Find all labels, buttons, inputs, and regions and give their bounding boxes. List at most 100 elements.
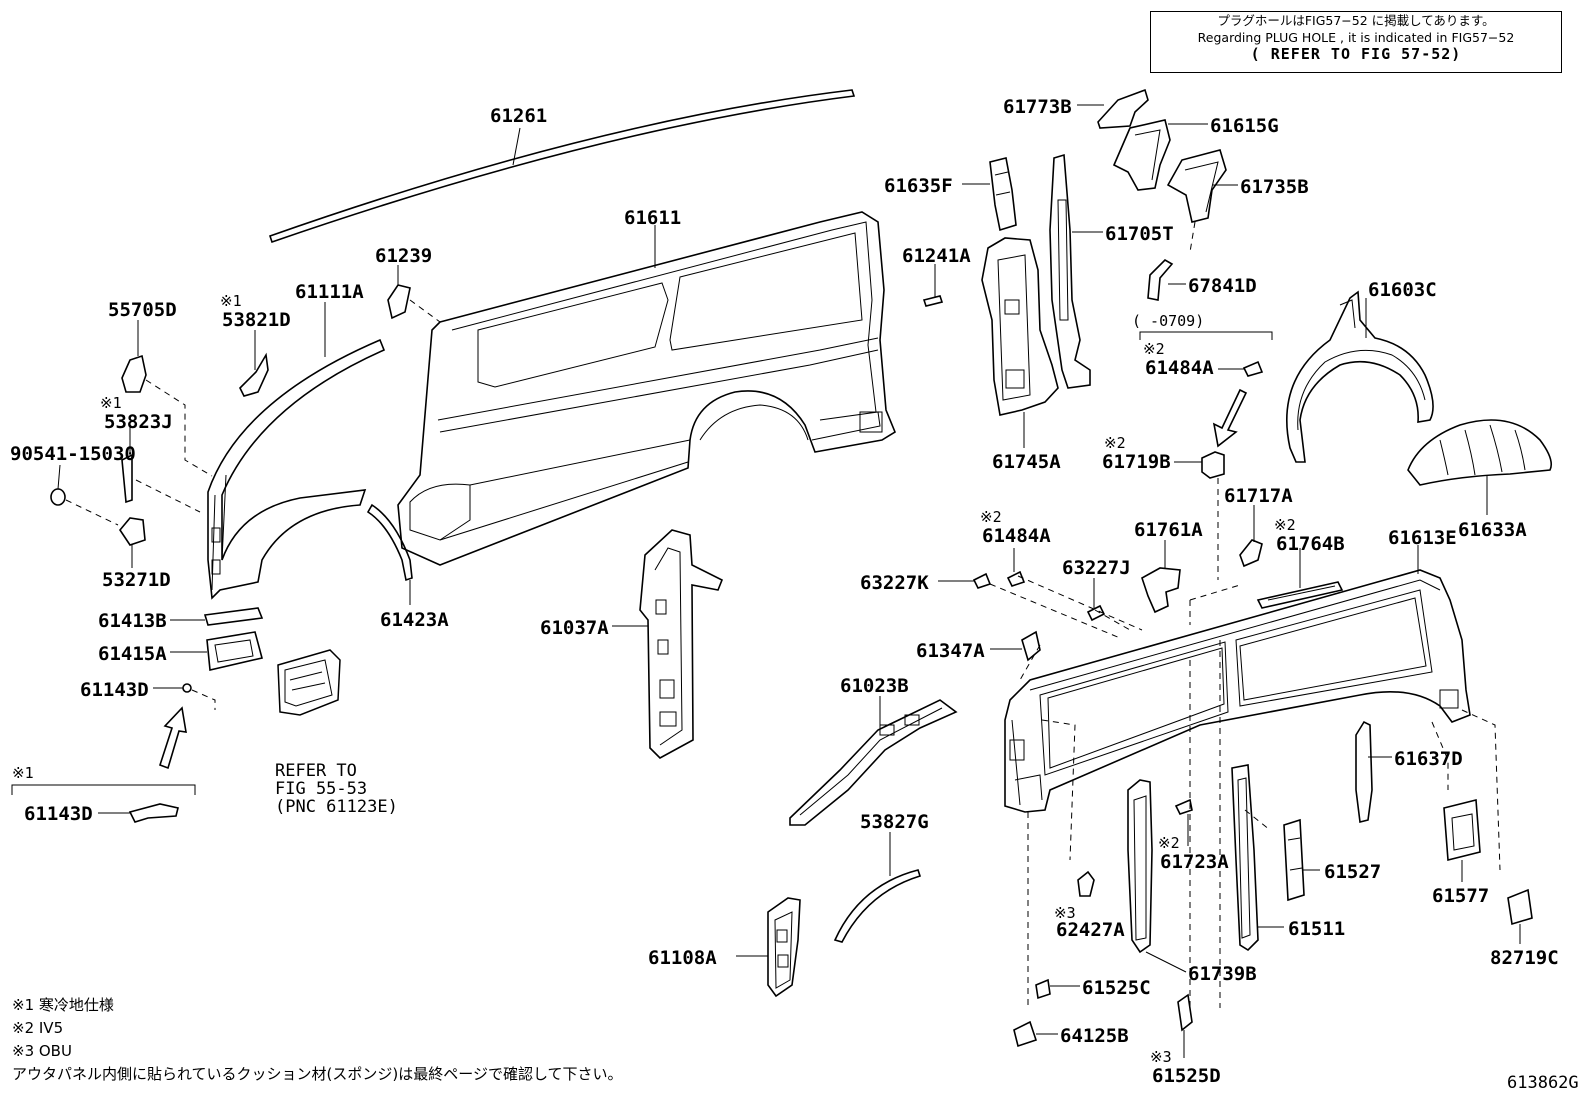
label-53827G[interactable]: 53827G (860, 811, 929, 833)
label-61577[interactable]: 61577 (1432, 885, 1489, 907)
bracket-55705D (121, 320, 213, 477)
label-61637D[interactable]: 61637D (1394, 748, 1463, 770)
label-61613E[interactable]: 61613E (1388, 527, 1457, 549)
clip-63227J (1086, 578, 1106, 622)
wheelhouse-61633A (1407, 419, 1553, 515)
label-61241A[interactable]: 61241A (902, 245, 971, 267)
label-61633A[interactable]: 61633A (1458, 519, 1527, 541)
footnote-1: ※1 寒冷地仕様 (12, 996, 114, 1014)
figure-id: 613862G (1507, 1073, 1579, 1093)
note-line-ref: ( REFER TO FIG 57-52) (1250, 45, 1462, 63)
refer-text: REFER TO FIG 55-53 (PNC 61123E) (275, 762, 398, 816)
label-61723A[interactable]: 61723A (1160, 851, 1229, 873)
bracket-range (1139, 331, 1273, 340)
label-61635F[interactable]: 61635F (884, 175, 953, 197)
label-61484A-a[interactable]: 61484A (1145, 357, 1214, 379)
cap-82719C (1507, 888, 1533, 944)
label-61705T[interactable]: 61705T (1105, 223, 1174, 245)
label-61603C[interactable]: 61603C (1368, 279, 1437, 301)
footnote-3: ※3 OBU (12, 1042, 72, 1060)
label-61143D-a[interactable]: 61143D (80, 679, 149, 701)
arrow-down (1212, 388, 1248, 448)
bracket-61525C (1035, 978, 1080, 1000)
arrow-up (159, 706, 187, 770)
label-61511[interactable]: 61511 (1288, 918, 1345, 940)
bracket-61143D-a (153, 683, 216, 710)
label-61719B[interactable]: 61719B (1102, 451, 1171, 473)
bracket-61347A (990, 630, 1041, 662)
label-61261[interactable]: 61261 (490, 105, 547, 127)
wheelhouse-61603C (1286, 290, 1434, 463)
label-53823J[interactable]: 53823J (104, 411, 173, 433)
label-61745A[interactable]: 61745A (992, 451, 1061, 473)
label-61111A[interactable]: 61111A (295, 281, 364, 303)
label-61761A[interactable]: 61761A (1134, 519, 1203, 541)
label-67841D[interactable]: 67841D (1188, 275, 1257, 297)
reinforcement-61635F (962, 157, 1017, 232)
label-61525C[interactable]: 61525C (1082, 977, 1151, 999)
pillar-61037A (612, 529, 724, 759)
label-61773B[interactable]: 61773B (1003, 96, 1072, 118)
label-61739B[interactable]: 61739B (1188, 963, 1257, 985)
bracket-61719B (1174, 451, 1225, 580)
mark-61764B: ※2 (1274, 516, 1296, 534)
label-90541[interactable]: 90541-15030 (10, 443, 136, 465)
note-box: プラグホールはFIG57−52 に掲載してあります。 Regarding PLU… (1150, 11, 1562, 73)
label-61037A[interactable]: 61037A (540, 617, 609, 639)
label-61023B[interactable]: 61023B (840, 675, 909, 697)
label-55705D[interactable]: 55705D (108, 299, 177, 321)
label-53821D[interactable]: 53821D (222, 309, 291, 331)
side-panel-61611 (397, 211, 896, 566)
bracket-61717A (1239, 505, 1263, 568)
label-61527[interactable]: 61527 (1324, 861, 1381, 883)
pillar-61745A (981, 237, 1059, 448)
label-61347A[interactable]: 61347A (916, 640, 985, 662)
label-64125B[interactable]: 64125B (1060, 1025, 1129, 1047)
bracket-range-text: ( -0709) (1132, 312, 1204, 330)
pillar-61511 (1231, 764, 1284, 952)
door-check-assembly (277, 649, 341, 716)
clip-62427A (1077, 870, 1095, 897)
bracket-64125B (1013, 1020, 1058, 1048)
label-61423A[interactable]: 61423A (380, 609, 449, 631)
bracket-61761A (1141, 540, 1181, 614)
label-61484A-b[interactable]: 61484A (982, 525, 1051, 547)
label-61735B[interactable]: 61735B (1240, 176, 1309, 198)
label-82719C[interactable]: 82719C (1490, 947, 1559, 969)
label-61764B[interactable]: 61764B (1276, 533, 1345, 555)
mark-53823J: ※1 (100, 394, 122, 412)
footnote-2: ※2 IV5 (12, 1019, 64, 1037)
bracket-61577 (1443, 798, 1481, 882)
note-line-en: Regarding PLUG HOLE , it is indicated in… (1197, 30, 1515, 45)
clip-63227K (938, 572, 992, 589)
clip-90541 (50, 464, 119, 526)
clip-61484A-b (1006, 548, 1026, 587)
label-53271D[interactable]: 53271D (102, 569, 171, 591)
label-61108A[interactable]: 61108A (648, 947, 717, 969)
reinforcement-61615G (1112, 119, 1208, 191)
label-61413B[interactable]: 61413B (98, 610, 167, 632)
molding-61764B (1256, 548, 1344, 609)
label-63227J[interactable]: 63227J (1062, 557, 1131, 579)
label-61525D[interactable]: 61525D (1152, 1065, 1221, 1087)
clip-61241A (922, 264, 944, 307)
label-61615G[interactable]: 61615G (1210, 115, 1279, 137)
label-62427A[interactable]: 62427A (1056, 919, 1125, 941)
side-panel-61613E (989, 545, 1501, 1010)
mark-61143D-b: ※1 (12, 764, 34, 782)
refer-line-2: FIG 55-53 (275, 779, 368, 799)
bracket-53271D (119, 517, 146, 568)
mark-62427A: ※3 (1054, 904, 1076, 922)
reinforcement-61735B (1166, 149, 1238, 253)
molding-53827G (833, 832, 922, 943)
bracket-61239 (387, 265, 411, 320)
label-61611[interactable]: 61611 (624, 207, 681, 229)
bracket-61773B (1077, 88, 1149, 129)
mark-61723A: ※2 (1158, 834, 1180, 852)
pillar-61108A (736, 897, 801, 998)
label-61415A[interactable]: 61415A (98, 643, 167, 665)
label-61717A[interactable]: 61717A (1224, 485, 1293, 507)
label-61239[interactable]: 61239 (375, 245, 432, 267)
label-61143D-b[interactable]: 61143D (24, 803, 93, 825)
label-63227K[interactable]: 63227K (860, 572, 929, 594)
